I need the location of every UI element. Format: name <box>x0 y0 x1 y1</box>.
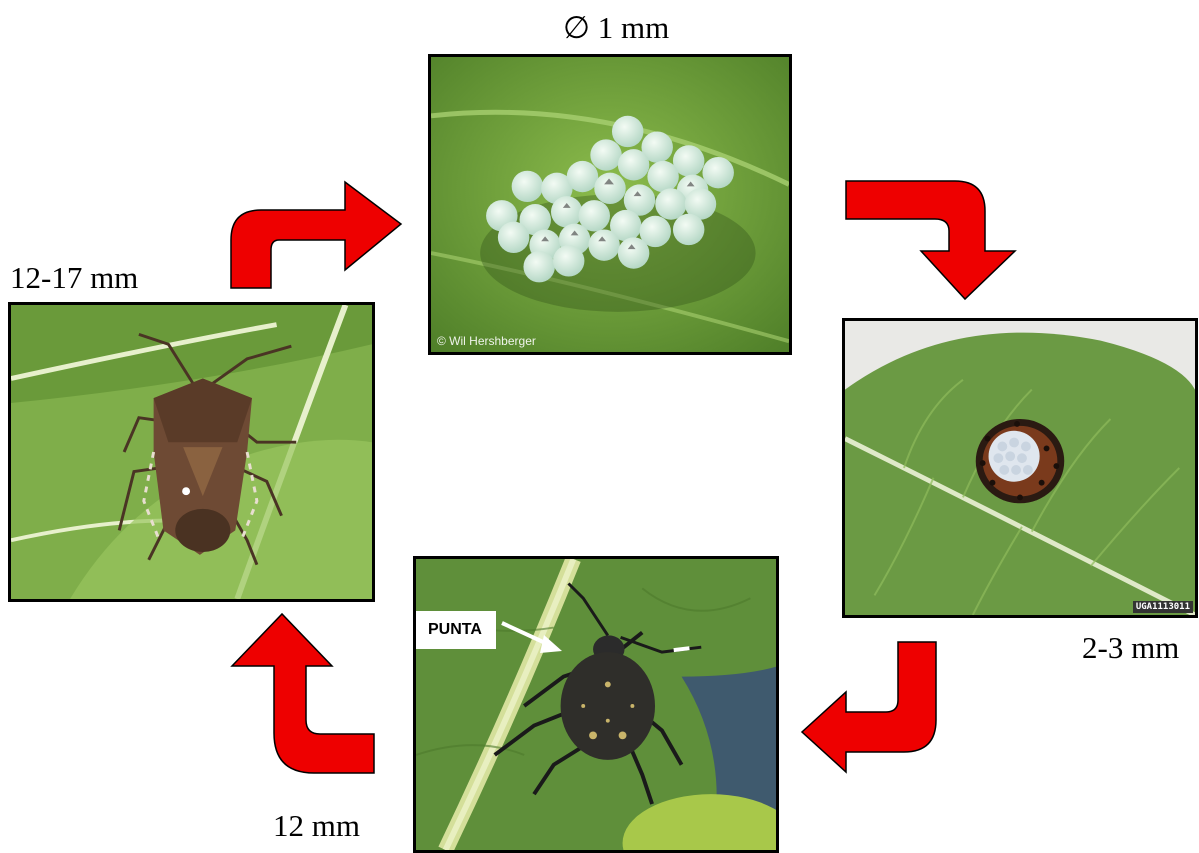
nymph-cluster <box>976 419 1064 503</box>
arrow-instar-to-nymph <box>800 640 940 775</box>
punta-label: PUNTA <box>416 611 496 649</box>
nymph-photo: PUNTA <box>413 556 779 853</box>
photo-credit: © Wil Hershberger <box>437 334 536 348</box>
arrow-adult-to-egg <box>229 180 409 290</box>
egg-size-label: ∅ 1 mm <box>563 12 669 43</box>
first-instar-photo: UGA1113011 <box>842 318 1198 618</box>
pointer-arrow <box>494 615 574 665</box>
egg-photo: © Wil Hershberger <box>428 54 792 355</box>
image-code: UGA1113011 <box>1133 601 1193 613</box>
first-instar-cluster-image <box>845 321 1195 615</box>
adult-image <box>11 305 372 599</box>
egg-cluster-image <box>431 57 789 352</box>
arrow-nymph-to-adult <box>228 610 378 775</box>
nymph-size-label: 12 mm <box>273 810 360 841</box>
adult-photo <box>8 302 375 602</box>
adult-size-label: 12-17 mm <box>10 262 138 293</box>
nymph-image <box>416 559 776 850</box>
arrow-egg-to-instar <box>843 179 1023 304</box>
first-instar-size-label: 2-3 mm <box>1082 632 1179 663</box>
